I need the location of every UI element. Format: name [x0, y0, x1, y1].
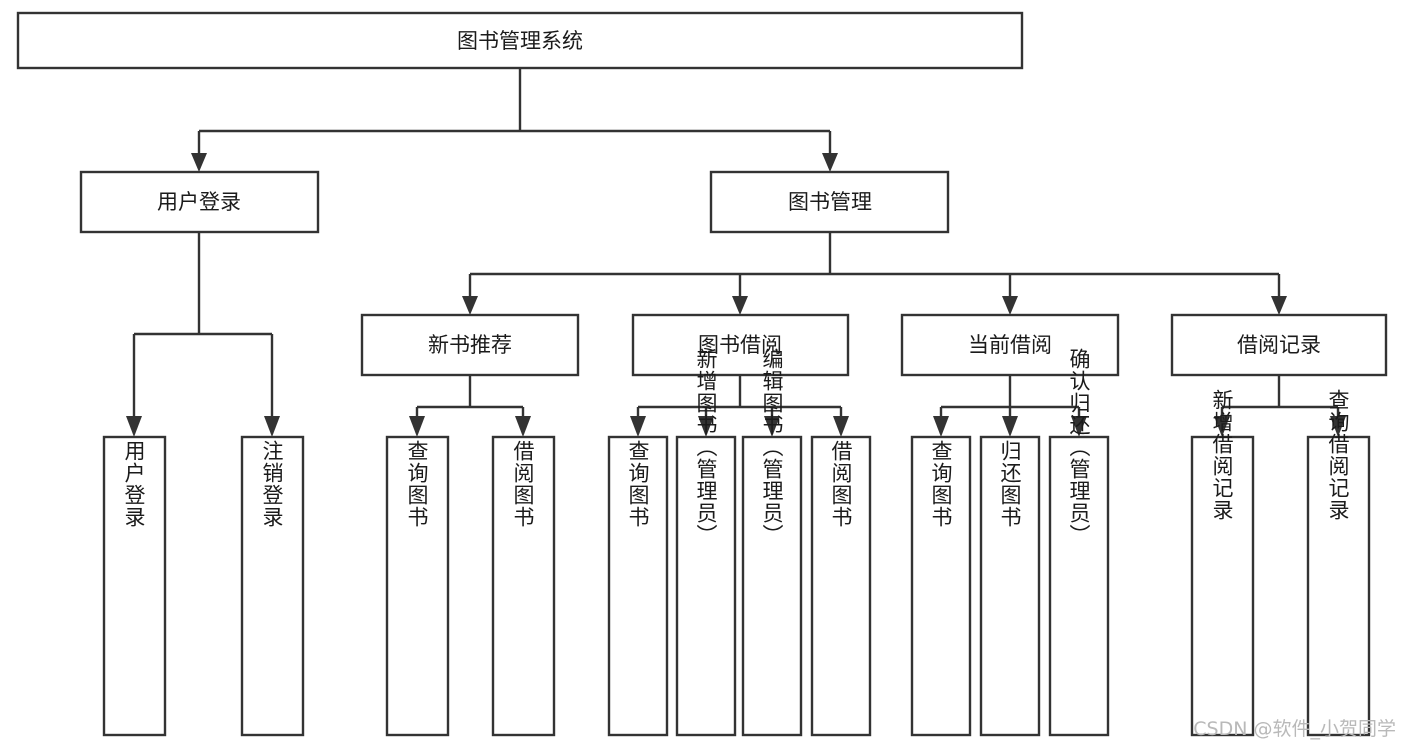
node-leaf-user-logout-label: 注销登录 [260, 440, 284, 528]
node-leaf-query-record-box[interactable] [1306, 435, 1371, 737]
node-root[interactable]: 图书管理系统 [16, 11, 1024, 70]
node-leaf-return-book[interactable]: 归还图书 [979, 435, 1041, 737]
node-leaf-add-book-label: 新增图书（管理员） [694, 348, 718, 546]
connector-group [126, 68, 1346, 437]
node-leaf-confirm-return[interactable]: 确认归还（管理员） [1048, 348, 1110, 737]
arrowhead-leaf-borrow-book-1 [515, 416, 531, 437]
arrowhead-leaf-query-record [1330, 416, 1346, 437]
arrowhead-leaf-add-record [1214, 416, 1230, 437]
arrowhead-book-manage [822, 153, 838, 172]
node-leaf-edit-book-box[interactable] [741, 435, 803, 737]
node-leaf-return-book-box[interactable] [979, 435, 1041, 737]
node-user-login-label: 用户登录 [157, 190, 241, 214]
node-borrow-record-box[interactable] [1170, 313, 1388, 377]
node-leaf-borrow-book-2[interactable]: 借阅图书 [810, 435, 872, 737]
node-leaf-borrow-book-2-label: 借阅图书 [829, 440, 853, 528]
node-leaf-edit-book[interactable]: 编辑图书（管理员） [741, 348, 803, 737]
node-leaf-user-logout[interactable]: 注销登录 [240, 435, 305, 737]
node-leaf-query-book-2-box[interactable] [607, 435, 669, 737]
csdn-watermark: CSDN @软件_小贺同学 [1193, 718, 1396, 740]
arrowhead-leaf-query-book-2 [630, 416, 646, 437]
node-book-manage[interactable]: 图书管理 [709, 170, 950, 234]
node-leaf-confirm-return-box[interactable] [1048, 435, 1110, 737]
node-leaf-add-record[interactable]: 新增借阅记录 [1190, 389, 1255, 737]
arrowhead-book-borrow [732, 296, 748, 315]
node-leaf-query-book-3-label: 查询图书 [929, 440, 953, 528]
node-current-borrow[interactable]: 当前借阅 [900, 313, 1120, 377]
node-leaf-add-record-box[interactable] [1190, 435, 1255, 737]
node-leaf-confirm-return-label: 确认归还（管理员） [1067, 348, 1091, 546]
node-leaf-query-book-1-box[interactable] [385, 435, 450, 737]
arrowhead-leaf-user-logout [264, 416, 280, 437]
arrowhead-new-book-rec [462, 296, 478, 315]
node-leaf-user-login-box[interactable] [102, 435, 167, 737]
node-leaf-edit-book-label: 编辑图书（管理员） [760, 348, 784, 546]
arrowhead-leaf-confirm-return [1071, 416, 1087, 437]
node-leaf-query-book-3[interactable]: 查询图书 [910, 435, 972, 737]
node-leaf-query-record[interactable]: 查询借阅记录 [1306, 389, 1371, 737]
node-book-borrow-box[interactable] [631, 313, 850, 377]
node-book-manage-box[interactable] [709, 170, 950, 234]
node-leaf-query-book-1[interactable]: 查询图书 [385, 435, 450, 737]
arrowhead-user-login [191, 153, 207, 172]
node-borrow-record[interactable]: 借阅记录 [1170, 313, 1388, 377]
node-new-book-rec[interactable]: 新书推荐 [360, 313, 580, 377]
node-leaf-query-book-2[interactable]: 查询图书 [607, 435, 669, 737]
node-leaf-borrow-book-1[interactable]: 借阅图书 [491, 435, 556, 737]
node-leaf-user-login[interactable]: 用户登录 [102, 435, 167, 737]
node-borrow-record-label: 借阅记录 [1237, 333, 1321, 357]
arrowhead-current-borrow [1002, 296, 1018, 315]
node-leaf-query-book-1-label: 查询图书 [405, 440, 429, 528]
arrowhead-leaf-borrow-book-2 [833, 416, 849, 437]
node-leaf-add-book[interactable]: 新增图书（管理员） [675, 348, 737, 737]
arrowhead-leaf-return-book [1002, 416, 1018, 437]
node-leaf-query-record-label: 查询借阅记录 [1326, 389, 1350, 521]
arrowhead-leaf-user-login [126, 416, 142, 437]
node-leaf-borrow-book-2-box[interactable] [810, 435, 872, 737]
node-current-borrow-box[interactable] [900, 313, 1120, 377]
node-book-borrow[interactable]: 图书借阅 [631, 313, 850, 377]
arrowhead-leaf-query-book-3 [933, 416, 949, 437]
arrowhead-leaf-query-book-1 [409, 416, 425, 437]
node-leaf-return-book-label: 归还图书 [998, 440, 1022, 528]
node-leaf-user-login-label: 用户登录 [122, 440, 146, 528]
node-new-book-rec-label: 新书推荐 [428, 333, 512, 357]
node-user-login[interactable]: 用户登录 [79, 170, 320, 234]
node-book-borrow-label: 图书借阅 [698, 333, 782, 357]
node-leaf-user-logout-box[interactable] [240, 435, 305, 737]
node-leaf-add-record-label: 新增借阅记录 [1210, 389, 1234, 521]
node-leaf-query-book-2-label: 查询图书 [626, 440, 650, 528]
node-leaf-query-book-3-box[interactable] [910, 435, 972, 737]
arrowhead-borrow-record [1271, 296, 1287, 315]
node-current-borrow-label: 当前借阅 [968, 333, 1052, 357]
node-leaf-borrow-book-1-box[interactable] [491, 435, 556, 737]
node-root-box[interactable] [16, 11, 1024, 70]
node-new-book-rec-box[interactable] [360, 313, 580, 377]
arrowhead-leaf-edit-book [764, 416, 780, 437]
node-root-label: 图书管理系统 [457, 29, 583, 53]
arrowhead-leaf-add-book [698, 416, 714, 437]
node-user-login-box[interactable] [79, 170, 320, 234]
node-leaf-add-book-box[interactable] [675, 435, 737, 737]
node-book-manage-label: 图书管理 [788, 190, 872, 214]
node-leaf-borrow-book-1-label: 借阅图书 [511, 440, 535, 528]
